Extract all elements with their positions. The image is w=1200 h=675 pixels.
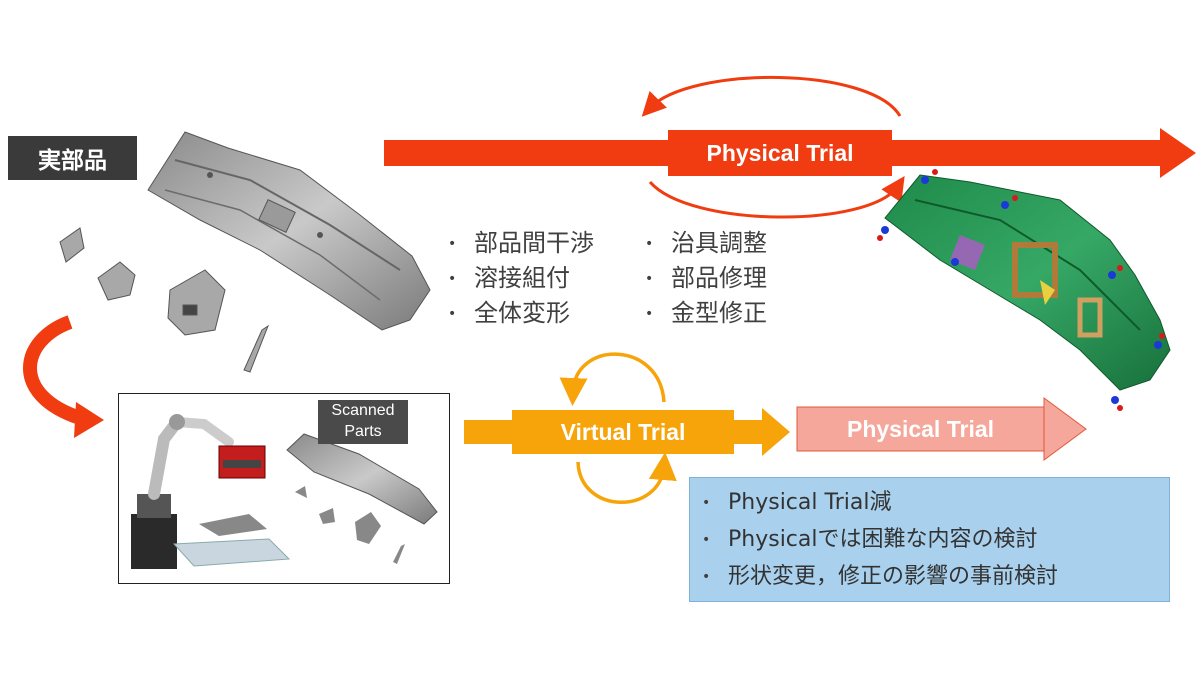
list-item: • Physicalでは困難な内容の検討 xyxy=(702,521,1169,558)
virtual-trial-label: Virtual Trial xyxy=(512,410,734,454)
issue-text: 部品修理 xyxy=(671,264,767,292)
list-item: • 全体変形 xyxy=(448,296,594,331)
bullet-icon: • xyxy=(645,235,654,252)
benefit-text: Physicalでは困難な内容の検討 xyxy=(728,527,1038,552)
virtual-trial-cycle xyxy=(559,352,677,504)
metal-panel-illustration xyxy=(147,131,431,331)
scanned-parts-panel xyxy=(118,393,450,584)
scan-transition-arrow xyxy=(23,315,104,438)
scanned-label-line-1: Scanned xyxy=(331,402,395,419)
issue-text: 溶接組付 xyxy=(474,264,570,292)
bullet-icon: • xyxy=(645,270,654,287)
benefit-text: Physical Trial減 xyxy=(728,490,892,515)
list-item: • 形状変更，修正の影響の事前検討 xyxy=(702,558,1169,595)
list-item: • 金型修正 xyxy=(645,296,767,331)
issue-text: 全体変形 xyxy=(474,299,570,327)
virtual-trial-text: Virtual Trial xyxy=(560,418,686,445)
physical-trial-light-arrow xyxy=(796,397,1087,461)
physical-trial-text: Physical Trial xyxy=(706,139,854,166)
robot-scanner-illustration xyxy=(131,414,438,569)
bullet-icon: • xyxy=(702,568,711,585)
bullet-icon: • xyxy=(702,531,711,548)
virtual-model-illustration xyxy=(877,169,1171,411)
issue-text: 金型修正 xyxy=(671,299,767,327)
bullet-icon: • xyxy=(645,305,654,322)
physical-trial-label: Physical Trial xyxy=(668,130,892,176)
list-item: • 部品間干渉 xyxy=(448,226,594,261)
physical-issues-list-right: • 治具調整 • 部品修理 • 金型修正 xyxy=(645,226,767,331)
physical-trial-cycle xyxy=(641,76,905,219)
issue-text: 治具調整 xyxy=(671,229,767,257)
list-item: • 治具調整 xyxy=(645,226,767,261)
reduced-physical-trial-label: Physical Trial xyxy=(797,407,1044,451)
scanned-label-line-2: Parts xyxy=(344,423,382,440)
issue-text: 部品間干渉 xyxy=(474,229,594,257)
small-parts-illustration xyxy=(59,227,270,373)
virtual-benefits-list: • Physical Trial減 • Physicalでは困難な内容の検討 • 形状… xyxy=(702,484,1169,595)
benefit-text: 形状変更，修正の影響の事前検討 xyxy=(728,564,1059,589)
bullet-icon: • xyxy=(448,270,457,287)
bullet-icon: • xyxy=(448,305,457,322)
real-parts-label: 実部品 xyxy=(38,148,107,174)
list-item: • 溶接組付 xyxy=(448,261,594,296)
bullet-icon: • xyxy=(448,235,457,252)
scanned-parts-label: Scanned Parts xyxy=(318,400,408,444)
real-parts-tag: 実部品 xyxy=(8,136,137,180)
virtual-benefits-box: • Physical Trial減 • Physicalでは困難な内容の検討 • 形状… xyxy=(689,477,1170,602)
bullet-icon: • xyxy=(702,494,711,511)
physical-issues-list-left: • 部品間干渉 • 溶接組付 • 全体変形 xyxy=(448,226,594,331)
virtual-trial-arrow xyxy=(464,408,790,456)
reduced-physical-trial-text: Physical Trial xyxy=(846,415,995,442)
list-item: • Physical Trial減 xyxy=(702,484,1169,521)
physical-trial-arrow xyxy=(384,128,1196,178)
list-item: • 部品修理 xyxy=(645,261,767,296)
